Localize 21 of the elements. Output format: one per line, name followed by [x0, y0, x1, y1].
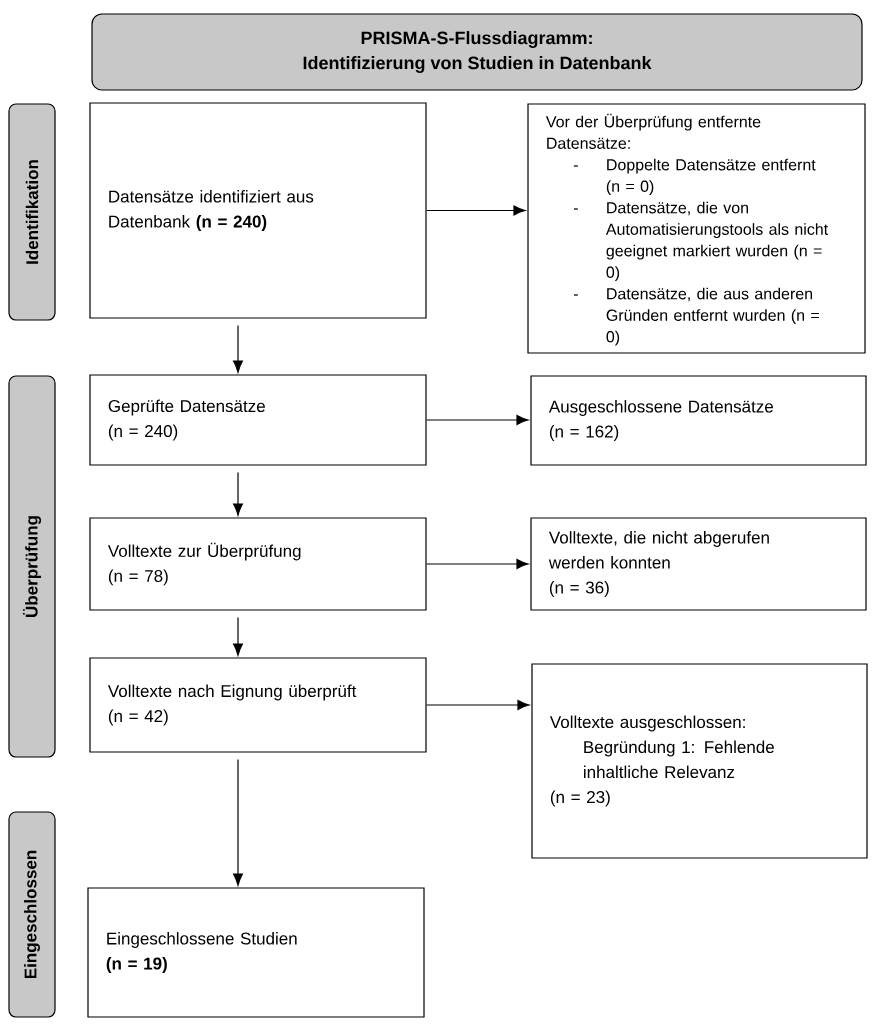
arrow: [426, 414, 529, 426]
process-box: Volltexte nach Eignung überprüft (n = 42): [89, 657, 427, 753]
arrow: [232, 617, 244, 656]
arrow: [232, 325, 244, 373]
phase-label: Identifikation: [8, 103, 56, 321]
title-banner: PRISMA-S-Flussdiagramm: Identifizierung von Studien in Datenbank: [91, 13, 863, 91]
arrow: [426, 559, 529, 570]
process-box: Datensätze identifiziert aus Datenbank (n = 240): [89, 102, 427, 319]
arrow: [232, 472, 244, 516]
phase-label: Eingeschlossen: [8, 811, 56, 1018]
arrow: [426, 205, 526, 216]
process-box: Geprüfte Datensätze (n = 240): [89, 374, 427, 466]
exclusion-box: Volltexte ausgeschlossen: Begründung 1: Fehlende inhaltliche Relevanz (n = 23): [531, 663, 868, 859]
process-box: Volltexte zur Überprüfung (n = 78): [89, 517, 427, 611]
process-box: Volltexte, die nicht abgerufen werden konnten (n = 36): [530, 517, 867, 611]
process-box: Eingeschlossene Studien (n = 19): [87, 887, 425, 1018]
arrow: [232, 759, 244, 886]
arrow: [426, 700, 530, 711]
exclusion-box: Vor der Überprüfung entfernte Datensätze: - Doppelte Datensätze entfernt (n = 0) - Datensätze, die von Automatisierungstools als nicht geeignet markiert wurden (n = 0) - Datensätze, die aus anderen Gründen entfernt wurden (n = 0): [527, 103, 866, 354]
phase-label: Überprüfung: [8, 375, 56, 758]
process-box: Ausgeschlossene Datensätze (n = 162): [530, 375, 867, 466]
